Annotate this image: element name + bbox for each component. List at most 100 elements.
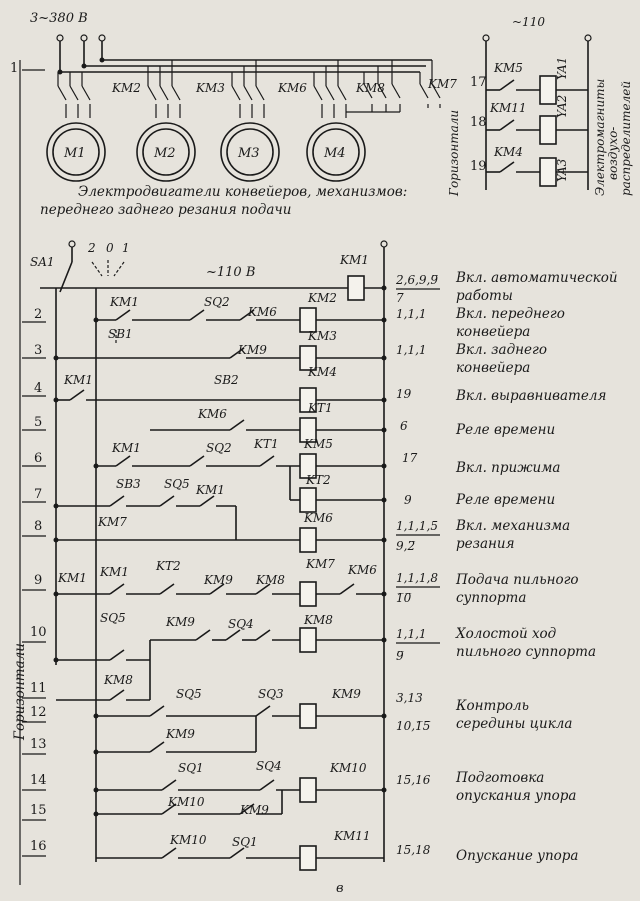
desc-row-14-a: Подготовка: [455, 770, 544, 786]
row-num-4: 4: [34, 381, 42, 396]
contact-r7b: SQ5: [164, 477, 190, 491]
contactor-km3-label: KM3: [195, 81, 225, 95]
valve-coil-ya3: [539, 157, 557, 187]
refs-row-8: 1,1,1,5: [396, 519, 438, 533]
desc-row-8-b: резания: [456, 536, 515, 552]
coil-km11: [299, 845, 317, 871]
contactor-km7-label: KM7: [427, 77, 457, 91]
desc-row-2-a: Вкл. переднего: [455, 306, 565, 322]
contact-r3b: KM9: [237, 343, 267, 357]
control-side-label: Горизонтали: [12, 643, 28, 741]
desc-row-9-a: Подача пильного: [455, 572, 579, 588]
control-supply-label: ~110 В: [206, 265, 255, 280]
contact-r10b: KM9: [165, 615, 195, 629]
sa1-pos-0: 0: [106, 241, 114, 255]
sa1-switch-blade: [59, 261, 73, 293]
contact-r14b: SQ4: [256, 759, 282, 773]
motor-m3-outer: [220, 122, 280, 182]
contact-r2b: SQ2: [204, 295, 230, 309]
desc-row-2-b: конвейера: [456, 324, 530, 340]
desc-row-12-b: середины цикла: [456, 716, 572, 732]
motor-group-1: M1: [46, 72, 106, 182]
contact-r12a: SQ5: [176, 687, 202, 701]
valve-supply-label: ~110: [512, 15, 545, 29]
contact-r4a: KM1: [63, 373, 93, 387]
coil-km4-label: KM4: [307, 365, 337, 379]
contact-r15b: KM9: [239, 803, 269, 817]
row-num-3: 3: [34, 343, 42, 358]
refs2-row-10: 9̅: [396, 649, 404, 663]
desc-row-12-a: Контроль: [455, 698, 529, 714]
contact-r6c: KT1: [253, 437, 279, 451]
coil-km10: [299, 777, 317, 803]
motors-caption-line1: Электродвигатели конвейеров, механизмов:: [78, 184, 407, 200]
terminal-l3: [98, 34, 106, 42]
valve-coil-ya2: [539, 115, 557, 145]
control-circuit: Горизонтали SA1 2 0 1 ~110 В KM1 KM1 SQ2…: [12, 60, 618, 896]
valve-row-num-18: 18: [470, 115, 487, 130]
contact-r12b: SQ3: [258, 687, 284, 701]
desc-row-16: Опускание упора: [456, 848, 578, 864]
valve-caption-2: воздухо-: [606, 127, 620, 180]
sa1-pos-2: 2: [87, 241, 96, 255]
contact-r6b: SQ2: [206, 441, 232, 455]
contact-r4b: SB2: [214, 373, 239, 387]
sa1-pos-1: 1: [122, 241, 130, 255]
contact-r9f: KM6: [347, 563, 377, 577]
contact-r8a: KM7: [97, 515, 127, 529]
contact-r7a: SB3: [116, 477, 141, 491]
refs-row-7: 9: [404, 493, 412, 507]
row-num-11: 11: [30, 681, 47, 696]
coil-km10-label: KM10: [329, 761, 367, 775]
desc-row-1-b: работы: [456, 288, 513, 304]
refs-row-10: 1,1,1: [396, 627, 427, 641]
contact-r16b: SQ1: [232, 835, 258, 849]
coil-km1-label: KM1: [339, 253, 369, 267]
desc-row-5: Реле времени: [455, 422, 555, 438]
refs-row-3: 1,1,1: [396, 343, 427, 357]
desc-row-10-b: пильного суппорта: [456, 644, 596, 660]
desc-row-3-a: Вкл. заднего: [455, 342, 547, 358]
coil-km9: [299, 703, 317, 729]
contact-r3a: SB1: [108, 327, 133, 341]
valve-contact-km5: KM5: [493, 61, 523, 75]
valve-caption-3: распределителей: [619, 81, 633, 196]
valve-coil-ya1: [539, 75, 557, 105]
row-num-9: 9: [34, 573, 42, 588]
motor-m4-label: M4: [323, 146, 346, 161]
valve-contact-km11: KM11: [489, 101, 527, 115]
row-num-15: 15: [30, 803, 47, 818]
coil-kt1-label: KT1: [307, 401, 333, 415]
contact-r2c: KM6: [247, 305, 277, 319]
coil-kt2: [299, 487, 317, 513]
desc-row-9-b: суппорта: [456, 590, 526, 606]
refs-row-16: 15,18: [396, 843, 431, 857]
contact-r13a: KM9: [165, 727, 195, 741]
desc-row-14-b: опускания упора: [456, 788, 577, 804]
refs-row-4: 19: [396, 387, 412, 401]
coil-km7-label: KM7: [305, 557, 335, 571]
coil-km2-label: KM2: [307, 291, 337, 305]
valve-contact-km4: KM4: [493, 145, 523, 159]
contact-r14a: SQ1: [178, 761, 204, 775]
row-num-5: 5: [34, 415, 42, 430]
desc-row-6: Вкл. прижима: [455, 460, 560, 476]
refs-row-14: 15,16: [396, 773, 431, 787]
row-num-10: 10: [30, 625, 47, 640]
valve-caption-1: Электромагниты: [593, 79, 607, 196]
contact-r11a: KM8: [103, 673, 133, 687]
row-num-16: 16: [30, 839, 47, 854]
refs-row-2: 1,1,1: [396, 307, 427, 321]
coil-km6: [299, 527, 317, 553]
motor-m2-label: M2: [153, 146, 176, 161]
motor-m1-label: M1: [63, 146, 86, 161]
desc-row-3-b: конвейера: [456, 360, 530, 376]
motor-m3-label: M3: [237, 146, 260, 161]
row-num-12: 12: [30, 705, 47, 720]
terminal-l2: [80, 34, 88, 42]
contact-r16a: KM10: [169, 833, 207, 847]
row-num-2: 2: [34, 307, 42, 322]
row-num-13: 13: [30, 737, 47, 752]
motor-group-4: KM6 M4 KM8 KM7: [277, 60, 457, 182]
contact-r9d: KM9: [203, 573, 233, 587]
